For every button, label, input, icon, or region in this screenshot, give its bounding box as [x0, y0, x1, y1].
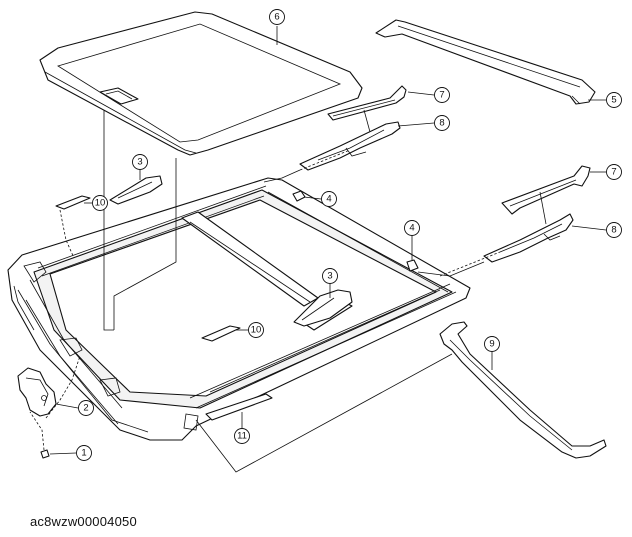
drive-cable-lower [417, 251, 501, 277]
callout-11: 11 [234, 428, 250, 444]
callout-7-lower: 7 [606, 164, 622, 180]
callout-3-right: 3 [322, 268, 338, 284]
svg-text:2: 2 [83, 403, 88, 414]
deflector-bracket-right [293, 289, 353, 327]
callout-8-upper: 8 [434, 115, 450, 131]
guide-rail-upper [327, 85, 407, 121]
callout-6: 6 [269, 9, 285, 25]
leader-lines [49, 26, 607, 473]
svg-text:4: 4 [409, 223, 414, 234]
svg-text:6: 6 [274, 12, 279, 23]
callout-4-lower: 4 [404, 220, 420, 236]
rear-trim-strip [375, 19, 596, 105]
svg-text:5: 5 [611, 95, 616, 106]
svg-text:8: 8 [611, 225, 616, 236]
glass-panel [39, 11, 363, 156]
link-assembly-lower [483, 213, 574, 263]
rear-bracket [205, 393, 273, 421]
svg-text:9: 9 [489, 339, 494, 350]
svg-text:8: 8 [439, 118, 444, 129]
drain-pad-right [201, 325, 241, 342]
figure-code: ac8wzw00004050 [30, 514, 137, 529]
callout-1: 1 [76, 445, 92, 461]
sunroof-frame [7, 177, 471, 441]
callout-9: 9 [484, 336, 500, 352]
callout-2: 2 [78, 400, 94, 416]
svg-text:10: 10 [251, 325, 262, 336]
link-assembly-upper [299, 121, 401, 171]
drain-pad-left [55, 195, 91, 259]
mounting-screw [29, 355, 81, 459]
svg-text:11: 11 [237, 431, 247, 442]
callout-7-upper: 7 [434, 87, 450, 103]
svg-text:4: 4 [326, 194, 331, 205]
callout-3-left: 3 [132, 154, 148, 170]
svg-text:3: 3 [137, 157, 142, 168]
motor-bracket [17, 367, 57, 417]
clip-lower [406, 259, 419, 272]
svg-text:10: 10 [95, 198, 106, 209]
callout-8-lower: 8 [606, 222, 622, 238]
svg-text:7: 7 [439, 90, 444, 101]
deflector-bracket-left [109, 175, 163, 205]
callout-4-upper: 4 [321, 191, 337, 207]
side-weatherstrip [439, 321, 607, 459]
svg-text:3: 3 [327, 271, 332, 282]
drive-cable-upper [263, 149, 351, 183]
callout-10-left: 10 [92, 195, 108, 211]
callout-5: 5 [606, 92, 622, 108]
callout-10-right: 10 [248, 322, 264, 338]
guide-rail-lower [501, 165, 591, 215]
svg-text:1: 1 [81, 448, 86, 459]
svg-text:7: 7 [611, 167, 616, 178]
